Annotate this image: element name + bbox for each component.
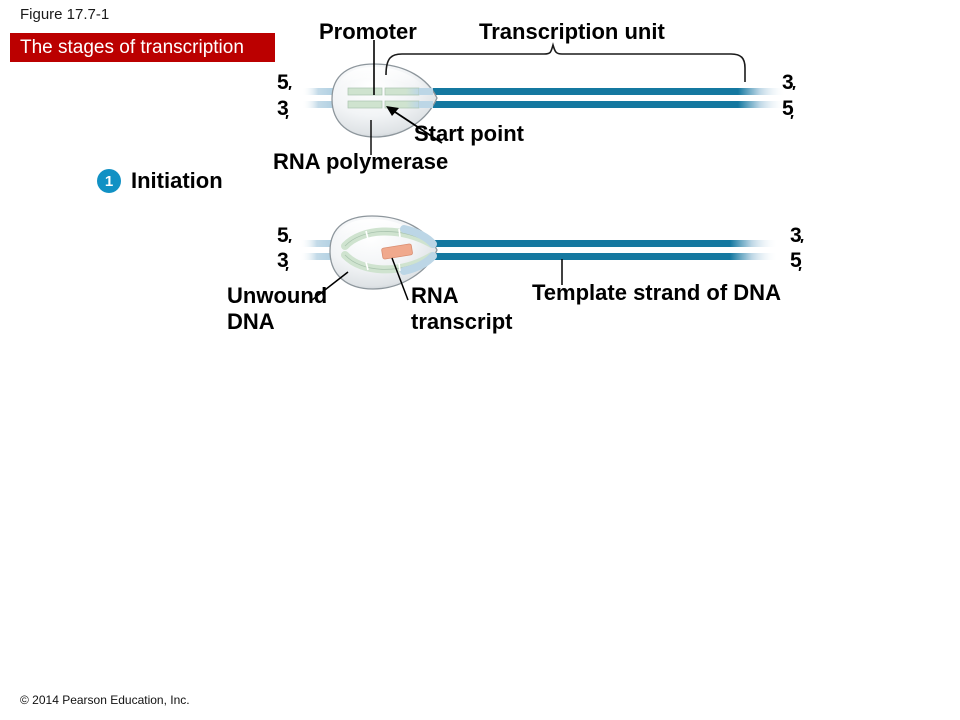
panel-initiation-artwork	[302, 40, 786, 155]
transcription-bubble	[341, 225, 437, 275]
prime-mark-left-top-p2: ′	[288, 237, 292, 254]
dna-left-faded-p2	[300, 240, 348, 260]
label-rna-transcript-line1: RNA	[411, 283, 459, 308]
label-right-5-prime-p1: 5	[782, 97, 794, 120]
label-template-strand: Template strand of DNA	[532, 280, 781, 305]
rna-polymerase-shape-p1	[331, 63, 438, 138]
label-left-3-prime-p2: 3	[277, 249, 289, 272]
label-unwound-dna-line2: DNA	[227, 309, 275, 334]
leader-unwound-dna	[311, 271, 349, 301]
prime-mark-left-bottom-p1: ′	[285, 113, 289, 130]
prime-mark-left-top-p1: ′	[288, 84, 292, 101]
label-left-5-prime-p1: 5	[277, 71, 289, 94]
prime-mark-right-top-p2: ′	[800, 237, 804, 254]
dna-left-faded-p1	[302, 88, 348, 108]
dna-double-strand-p2	[430, 240, 778, 260]
step-badge-initiation: 1	[97, 169, 121, 193]
prime-mark-left-bottom-p2: ′	[285, 265, 289, 282]
prime-mark-right-top-p1: ′	[792, 84, 796, 101]
prime-mark-right-bottom-p2: ′	[798, 265, 802, 282]
prime-mark-right-bottom-p1: ′	[790, 113, 794, 130]
figure-number: Figure 17.7-1	[20, 6, 110, 23]
label-right-3-prime-p2: 3	[790, 224, 802, 247]
leader-start-point	[386, 106, 443, 144]
label-left-5-prime-p2: 5	[277, 224, 289, 247]
leader-rna-transcript	[391, 257, 409, 301]
dna-segments-inside-polymerase-p1	[347, 87, 433, 109]
rna-transcript-shape	[381, 243, 413, 260]
brace-transcription-unit	[385, 42, 746, 82]
label-initiation: Initiation	[131, 168, 223, 193]
label-promoter: Promoter	[319, 19, 417, 44]
dna-double-strand-p1	[430, 88, 786, 108]
label-left-3-prime-p1: 3	[277, 97, 289, 120]
label-transcription-unit: Transcription unit	[479, 19, 665, 44]
label-right-5-prime-p2: 5	[790, 249, 802, 272]
label-unwound-dna-line1: Unwound	[227, 283, 328, 308]
label-start-point: Start point	[414, 121, 524, 146]
copyright-notice: © 2014 Pearson Education, Inc.	[20, 693, 190, 707]
label-rna-transcript-line2: transcript	[411, 309, 513, 334]
label-rna-polymerase: RNA polymerase	[273, 149, 449, 174]
label-right-3-prime-p1: 3	[782, 71, 794, 94]
figure-title-banner: The stages of transcription	[10, 33, 275, 62]
panel-elongation-artwork	[300, 215, 778, 301]
